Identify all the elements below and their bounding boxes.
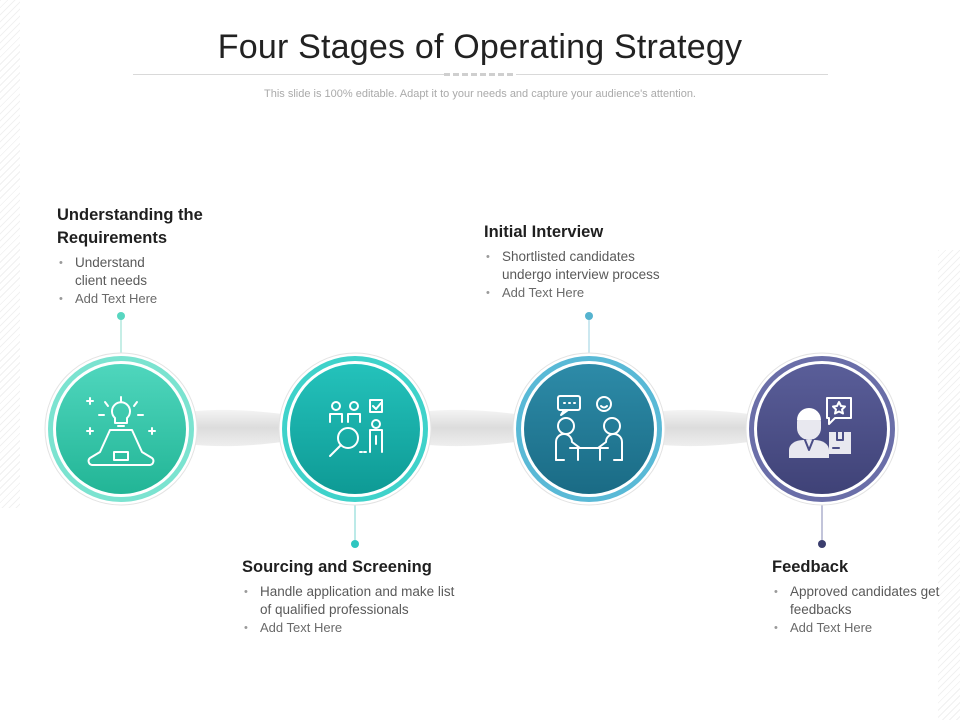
stage-2-bullets: Handle application and make list of qual… — [242, 583, 472, 637]
stage-2-bullet-1: Handle application and make list of qual… — [242, 583, 458, 619]
feedback-person-star-icon — [789, 397, 852, 458]
pointer-dot-3 — [585, 312, 593, 320]
stage-3-bullets: Shortlisted candidates undergo interview… — [484, 248, 694, 302]
stage-2-text: Sourcing and Screening Handle applicatio… — [242, 556, 472, 637]
pointer-dot-1 — [117, 312, 125, 320]
pointer-dot-4 — [818, 540, 826, 548]
slide-subtitle: This slide is 100% editable. Adapt it to… — [264, 88, 696, 100]
stage-2-title: Sourcing and Screening — [242, 558, 432, 576]
stage-1-text: Understanding the Requirements Understan… — [57, 204, 237, 308]
stage-4-title: Feedback — [772, 558, 849, 576]
stage-1-bullet-2: Add Text Here — [57, 290, 237, 308]
pointer-dot-2 — [351, 540, 359, 548]
stage-3-bullet-1: Shortlisted candidates undergo interview… — [484, 248, 682, 284]
stage-1-bullet-1: Understand client needs — [57, 254, 165, 290]
stage-1-bullets: Understand client needs Add Text Here — [57, 254, 237, 308]
stage-3-title: Initial Interview — [484, 223, 604, 241]
stage-3-bullet-2: Add Text Here — [484, 284, 694, 302]
stage-4-bullet-2: Add Text Here — [772, 619, 940, 637]
stage-3-text: Initial Interview Shortlisted candidates… — [484, 221, 694, 302]
stage-2-circle — [278, 352, 432, 506]
stage-3-circle — [512, 352, 666, 506]
stage-4-text: Feedback Approved candidates get feedbac… — [772, 556, 940, 637]
title-dash-accent — [444, 73, 516, 76]
stage-1-title: Understanding the Requirements — [57, 206, 203, 247]
interview-conversation-icon — [555, 395, 623, 461]
slide-title: Four Stages of Operating Strategy — [217, 28, 743, 66]
stage-1-circle — [44, 352, 198, 506]
left-hatched-border — [0, 0, 20, 508]
stage-4-bullets: Approved candidates get feedbacks Add Te… — [772, 583, 940, 637]
stage-2-bullet-2: Add Text Here — [242, 619, 472, 637]
meditating-idea-person-icon — [86, 396, 156, 466]
stage-4-circle — [745, 352, 899, 506]
candidate-search-magnifier-icon — [329, 399, 383, 457]
stage-4-bullet-1: Approved candidates get feedbacks — [772, 583, 950, 619]
